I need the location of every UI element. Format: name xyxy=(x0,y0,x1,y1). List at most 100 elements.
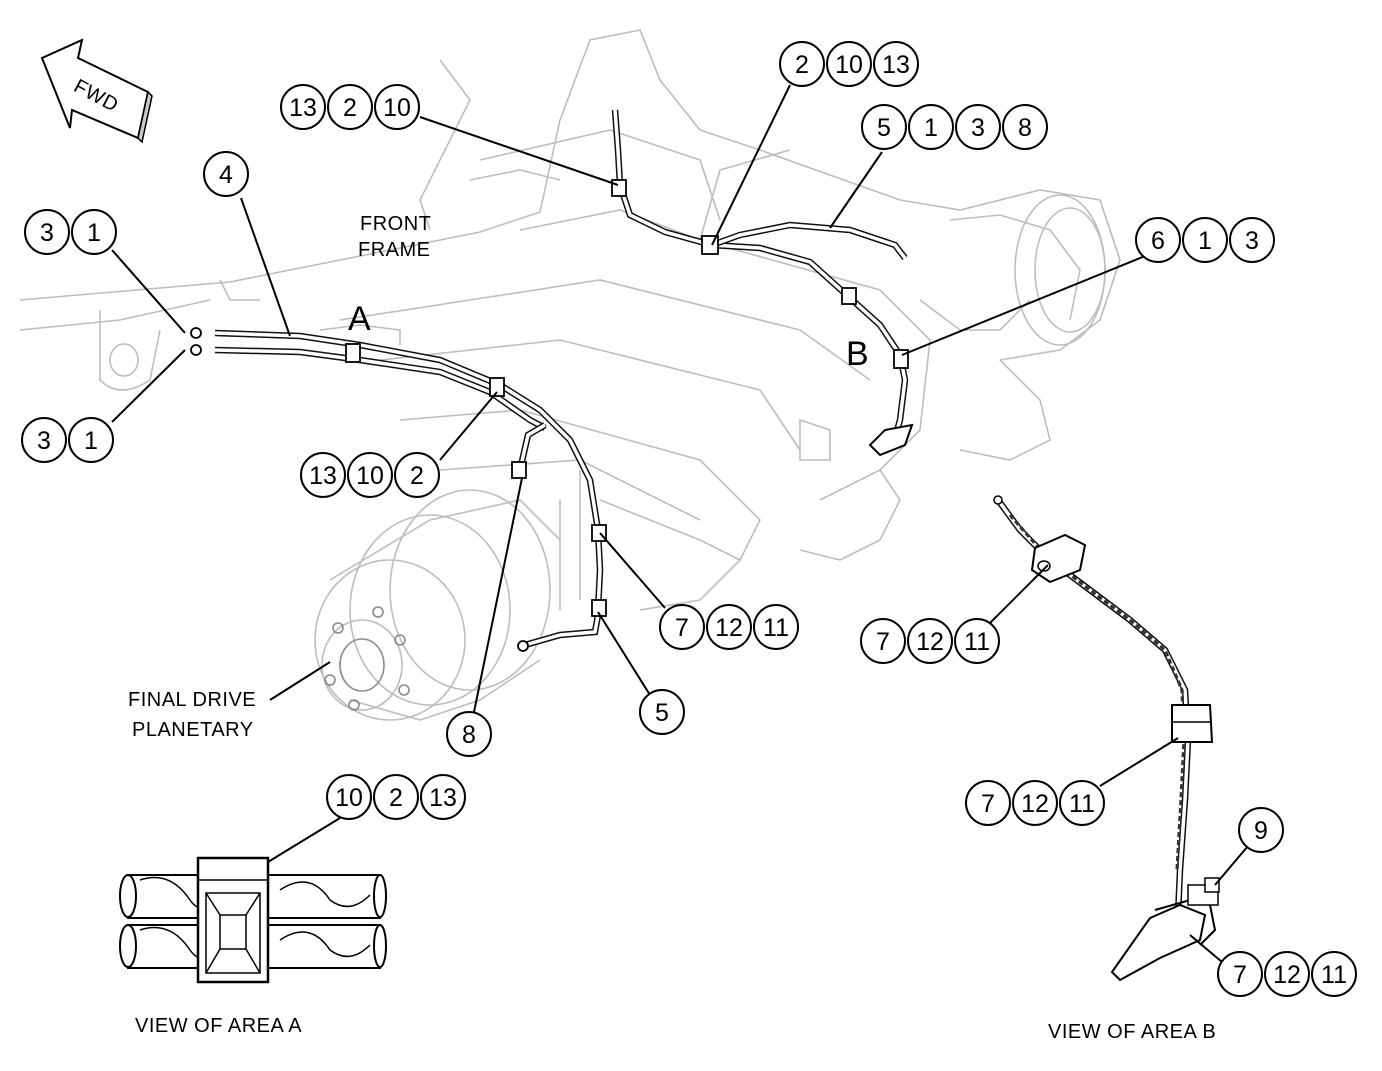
callout-bubble xyxy=(706,604,752,650)
callout-bubble xyxy=(24,209,70,255)
callout-number: 11 xyxy=(1321,961,1347,989)
callout-number: 13 xyxy=(882,51,910,79)
callout-bubble xyxy=(908,104,954,150)
hose-routing xyxy=(190,109,914,652)
callout-bubble xyxy=(826,41,872,87)
callout-bubble xyxy=(955,104,1001,150)
callout-number: 2 xyxy=(343,94,357,122)
callout-bubble xyxy=(71,209,117,255)
callout-bubble xyxy=(1059,780,1105,826)
callout-number: 13 xyxy=(289,94,317,122)
callout-number: 10 xyxy=(356,462,384,490)
callout-bubble xyxy=(280,84,326,130)
callout-bubble xyxy=(907,618,953,664)
callout-number: 3 xyxy=(971,114,985,142)
callout-c12: 10 2 13 xyxy=(326,774,466,820)
callout-bubble xyxy=(203,151,249,197)
callout-c08: 13 10 2 xyxy=(300,452,440,498)
callout-bubble xyxy=(446,711,492,757)
callout-bubble xyxy=(860,618,906,664)
area-b-label: B xyxy=(846,335,869,373)
callout-number: 2 xyxy=(795,51,809,79)
callout-c11: 8 xyxy=(446,711,492,757)
callout-bubble xyxy=(326,774,372,820)
callout-bubble xyxy=(373,774,419,820)
callout-number: 1 xyxy=(924,114,938,142)
callout-bubble xyxy=(1135,217,1181,263)
callout-number: 5 xyxy=(877,114,891,142)
callout-bubble xyxy=(779,41,825,87)
callout-c04: 4 xyxy=(203,151,249,197)
front-frame-sketch xyxy=(19,29,1121,611)
callout-bubble xyxy=(753,604,799,650)
callout-bubble xyxy=(374,84,420,130)
callout-bubble xyxy=(68,417,114,463)
callout-number: 10 xyxy=(383,94,411,122)
callout-bubble xyxy=(861,104,907,150)
callout-number: 7 xyxy=(876,628,890,656)
callout-number: 7 xyxy=(981,790,995,818)
callout-number: 5 xyxy=(655,699,669,727)
callout-bubble xyxy=(1002,104,1048,150)
callout-bubble xyxy=(327,84,373,130)
final-drive-label-line1: FINAL DRIVE xyxy=(128,689,256,711)
callout-number: 4 xyxy=(219,161,233,189)
callout-c07: 6 1 3 xyxy=(1135,217,1275,263)
callout-number: 12 xyxy=(1273,961,1301,989)
callout-bubble xyxy=(420,774,466,820)
callout-number: 3 xyxy=(37,427,51,455)
callout-bubble xyxy=(1217,951,1263,997)
callout-number: 13 xyxy=(309,462,337,490)
callout-bubble xyxy=(21,417,67,463)
callout-bubble xyxy=(639,689,685,735)
callout-number: 1 xyxy=(84,427,98,455)
callout-bubble xyxy=(394,452,440,498)
callout-number: 10 xyxy=(335,784,363,812)
callout-bubble xyxy=(1229,217,1275,263)
view-area-b-label: VIEW OF AREA B xyxy=(1048,1021,1216,1043)
callout-bubble xyxy=(1182,217,1228,263)
callout-c10: 5 xyxy=(639,689,685,735)
callout-bubble xyxy=(300,452,346,498)
callout-bubble xyxy=(659,604,705,650)
front-frame-label-line2: FRAME xyxy=(358,239,431,261)
callout-c03: 5 1 3 8 xyxy=(861,104,1048,150)
callout-number: 2 xyxy=(410,462,424,490)
callout-c09: 7 12 11 xyxy=(659,604,799,650)
callout-number: 7 xyxy=(675,614,689,642)
callout-number: 11 xyxy=(1069,790,1095,818)
callout-number: 12 xyxy=(715,614,743,642)
leader-lines xyxy=(111,84,1249,963)
callout-number: 7 xyxy=(1233,961,1247,989)
callout-number: 12 xyxy=(916,628,944,656)
callout-number: 9 xyxy=(1254,817,1268,845)
callout-number: 3 xyxy=(40,219,54,247)
callout-bubble xyxy=(1264,951,1310,997)
callout-number: 6 xyxy=(1151,227,1165,255)
front-frame-label-line1: FRONT xyxy=(360,213,431,235)
final-drive-label-line2: PLANETARY xyxy=(132,719,254,741)
callout-number: 1 xyxy=(1198,227,1212,255)
callout-number: 11 xyxy=(763,614,789,642)
callout-number: 12 xyxy=(1021,790,1049,818)
area-a-label: A xyxy=(348,300,371,338)
callout-c14: 7 12 11 xyxy=(965,780,1105,826)
callout-number: 3 xyxy=(1245,227,1259,255)
callout-number: 8 xyxy=(1018,114,1032,142)
callout-c15: 9 xyxy=(1238,807,1284,853)
callout-number: 8 xyxy=(462,721,476,749)
callout-bubble xyxy=(1012,780,1058,826)
fwd-arrow-icon: FWD xyxy=(40,38,153,144)
callout-number: 13 xyxy=(429,784,457,812)
view-area-a-label: VIEW OF AREA A xyxy=(135,1015,302,1037)
callout-number: 2 xyxy=(389,784,403,812)
callout-bubble xyxy=(954,618,1000,664)
callout-number: 1 xyxy=(87,219,101,247)
callout-c16: 7 12 11 xyxy=(1217,951,1357,997)
view-area-a-detail xyxy=(119,856,387,984)
